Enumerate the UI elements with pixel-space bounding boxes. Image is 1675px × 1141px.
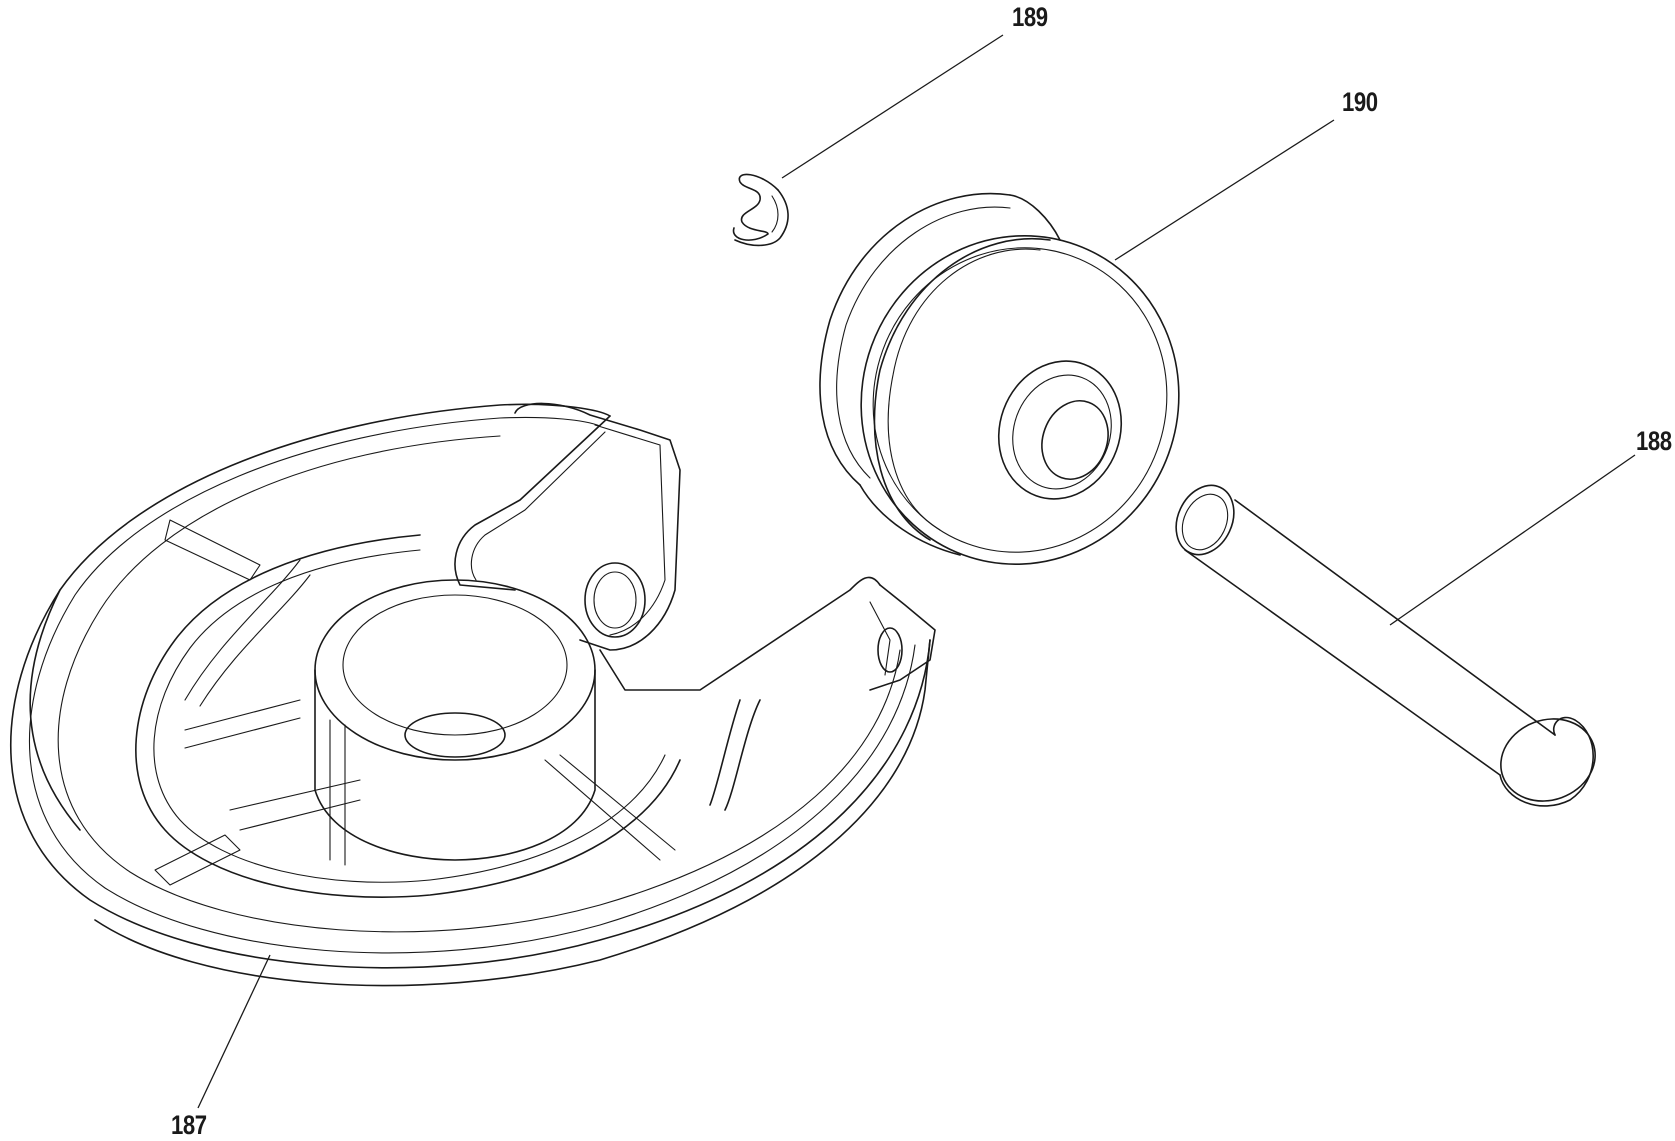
part-188-pin xyxy=(1175,484,1596,807)
leader-189 xyxy=(781,34,1004,179)
part-189-e-clip xyxy=(732,173,789,247)
callout-188: 188 xyxy=(1636,426,1672,456)
part-190-roller xyxy=(819,192,1180,565)
callout-187: 187 xyxy=(171,1110,207,1140)
leader-190 xyxy=(1114,119,1335,261)
leader-188 xyxy=(1389,454,1636,626)
callout-189: 189 xyxy=(1012,2,1048,32)
part-187-housing xyxy=(9,402,936,987)
leader-187 xyxy=(197,954,271,1109)
callout-190: 190 xyxy=(1342,87,1378,117)
